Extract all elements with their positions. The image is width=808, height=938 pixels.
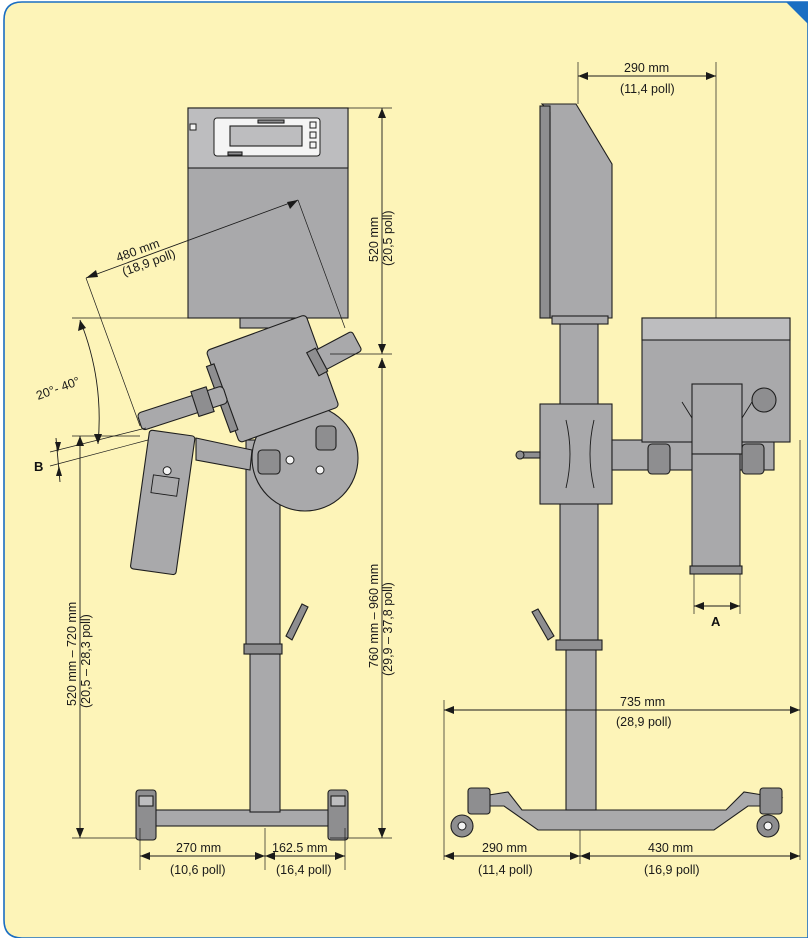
frame-corner-tab [786,2,808,24]
dim-735-sub: (28,9 poll) [616,715,672,729]
front-view-machine [130,107,362,841]
dim-760-sub: (29,9 – 37,8 poll) [381,582,395,676]
front-view-dimension-lines [49,107,392,870]
side-view-machine [450,103,791,838]
dim-base-430-sub: (16,9 poll) [644,863,700,877]
label-a: A [711,614,721,629]
dim-162-value: 162.5 mm [272,841,328,855]
dim-270-sub: (10,6 poll) [170,863,226,877]
dim-520-720-value: 520 mm – 720 mm [65,602,79,706]
dim-base-290-value: 290 mm [482,841,527,855]
dim-520-720-sub: (20,5 – 28,3 poll) [79,614,93,708]
side-view-dimension-lines [443,62,801,864]
dim-162-sub: (16,4 poll) [276,863,332,877]
dim-270-value: 270 mm [176,841,221,855]
dim-735-value: 735 mm [620,695,665,709]
dim-top-290-sub: (11,4 poll) [620,82,675,96]
dim-top-290-value: 290 mm [624,61,669,75]
dim-520-value: 520 mm [367,217,381,262]
dim-base-290-sub: (11,4 poll) [478,863,533,877]
dim-760-value: 760 mm – 960 mm [367,564,381,668]
dim-520-sub: (20,5 poll) [381,210,395,266]
dim-base-430-value: 430 mm [648,841,693,855]
label-b: B [34,459,43,474]
